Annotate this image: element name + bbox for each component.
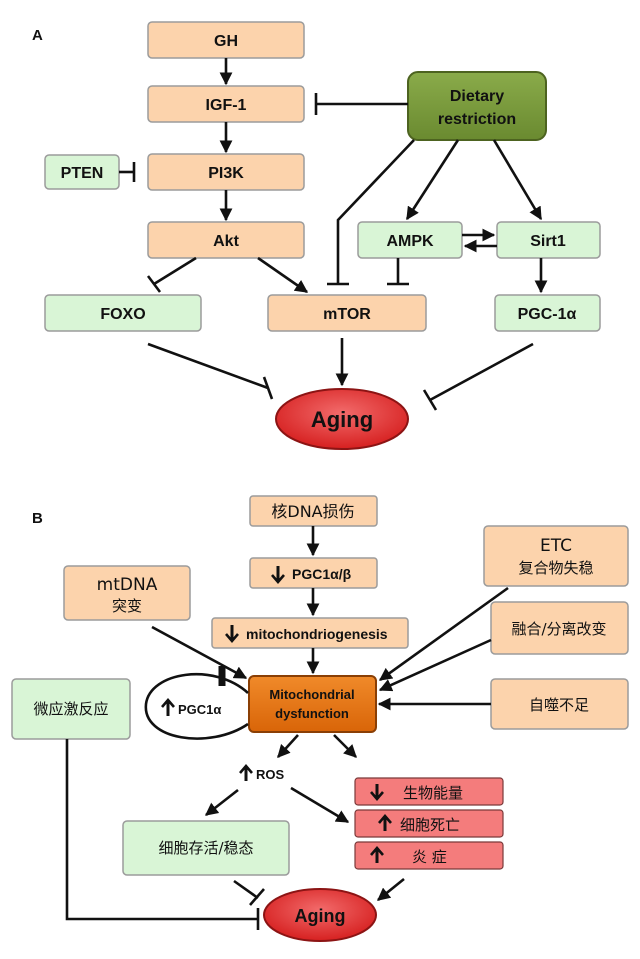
up-arrow-icon	[378, 814, 392, 831]
nuclear-dna-label: 核DNA损伤	[271, 502, 354, 521]
mtdna-line1: mtDNA	[97, 575, 158, 595]
stress-label: 微应激反应	[33, 700, 108, 718]
fusion-label: 融合/分离改变	[511, 620, 606, 638]
sirt1-box: Sirt1	[496, 221, 601, 259]
aging-label-b: Aging	[295, 906, 346, 926]
mito-line2: dysfunction	[275, 706, 349, 721]
inflammation-label: 炎 症	[412, 848, 447, 866]
mtor-box: mTOR	[267, 294, 427, 332]
pi3k-box: PI3K	[147, 153, 305, 191]
ros-label-group: ROS	[239, 764, 285, 782]
up-arrow-icon	[370, 846, 384, 863]
mitochondrial-dysfunction-box: Mitochondrial dysfunction	[248, 675, 377, 733]
inflammation-box: 炎 症	[354, 841, 504, 870]
bioenergy-box: 生物能量	[354, 777, 504, 806]
mitochondriogenesis-box: mitochondriogenesis	[211, 617, 409, 649]
up-arrow-icon	[161, 698, 175, 716]
mitochondriogenesis-label: mitochondriogenesis	[246, 626, 388, 642]
ros-label: ROS	[256, 767, 285, 782]
stress-response-box: 微应激反应	[11, 678, 131, 740]
aging-ellipse-b: Aging	[263, 888, 377, 942]
pgc1a-feedback-loop: PGC1α	[144, 666, 249, 740]
fusion-fission-box: 融合/分离改变	[490, 601, 629, 655]
survival-label: 细胞存活/稳态	[158, 839, 253, 857]
dietary-line1: Dietary	[450, 88, 504, 105]
bioenergy-label: 生物能量	[403, 784, 463, 802]
pgc1a-up-label: PGC1α	[178, 702, 221, 717]
etc-box: ETC 复合物失稳	[483, 525, 629, 587]
aging-ellipse-a: Aging	[275, 388, 409, 450]
dietary-line2: restriction	[438, 111, 516, 128]
pten-box: PTEN	[44, 154, 120, 190]
ampk-label: AMPK	[386, 233, 434, 250]
panel-b-connectors	[65, 526, 509, 930]
foxo-label: FOXO	[100, 306, 145, 323]
pgc1a-box: PGC-1α	[494, 294, 601, 332]
autophagy-box: 自噬不足	[490, 678, 629, 730]
etc-line1: ETC	[540, 536, 572, 556]
dietary-restriction-box: Dietary restriction	[407, 71, 547, 141]
foxo-box: FOXO	[44, 294, 202, 332]
up-arrow-icon	[239, 764, 253, 781]
mtdna-box: mtDNA 突变	[63, 565, 191, 621]
down-arrow-icon	[271, 566, 285, 584]
akt-label: Akt	[213, 233, 239, 250]
mtor-label: mTOR	[323, 306, 371, 323]
igf1-label: IGF-1	[206, 97, 247, 114]
autophagy-label: 自噬不足	[529, 696, 589, 714]
mtdna-line2: 突变	[112, 597, 142, 615]
gh-label: GH	[214, 33, 238, 50]
aging-label-a: Aging	[311, 407, 373, 432]
akt-box: Akt	[147, 221, 305, 259]
pten-label: PTEN	[61, 165, 104, 182]
pgc1ab-label: PGC1α/β	[292, 566, 352, 582]
panel-b-label: B	[32, 510, 43, 527]
igf1-box: IGF-1	[147, 85, 305, 123]
cell-survival-box: 细胞存活/稳态	[122, 820, 290, 876]
mito-line1: Mitochondrial	[269, 687, 354, 702]
down-arrow-icon	[370, 784, 384, 801]
cell-death-box: 细胞死亡	[354, 809, 504, 838]
pi3k-label: PI3K	[208, 165, 244, 182]
sirt1-label: Sirt1	[530, 233, 566, 250]
pgc1a-label: PGC-1α	[518, 306, 577, 323]
panel-a-connectors	[119, 58, 548, 411]
gh-box: GH	[147, 21, 305, 59]
panel-a-label: A	[32, 27, 43, 44]
etc-line2: 复合物失稳	[518, 559, 593, 577]
ampk-box: AMPK	[357, 221, 463, 259]
nuclear-dna-damage-box: 核DNA损伤	[249, 495, 378, 527]
cell-death-label: 细胞死亡	[400, 816, 460, 834]
down-arrow-icon	[225, 625, 239, 643]
pgc1ab-down-box: PGC1α/β	[249, 557, 378, 589]
